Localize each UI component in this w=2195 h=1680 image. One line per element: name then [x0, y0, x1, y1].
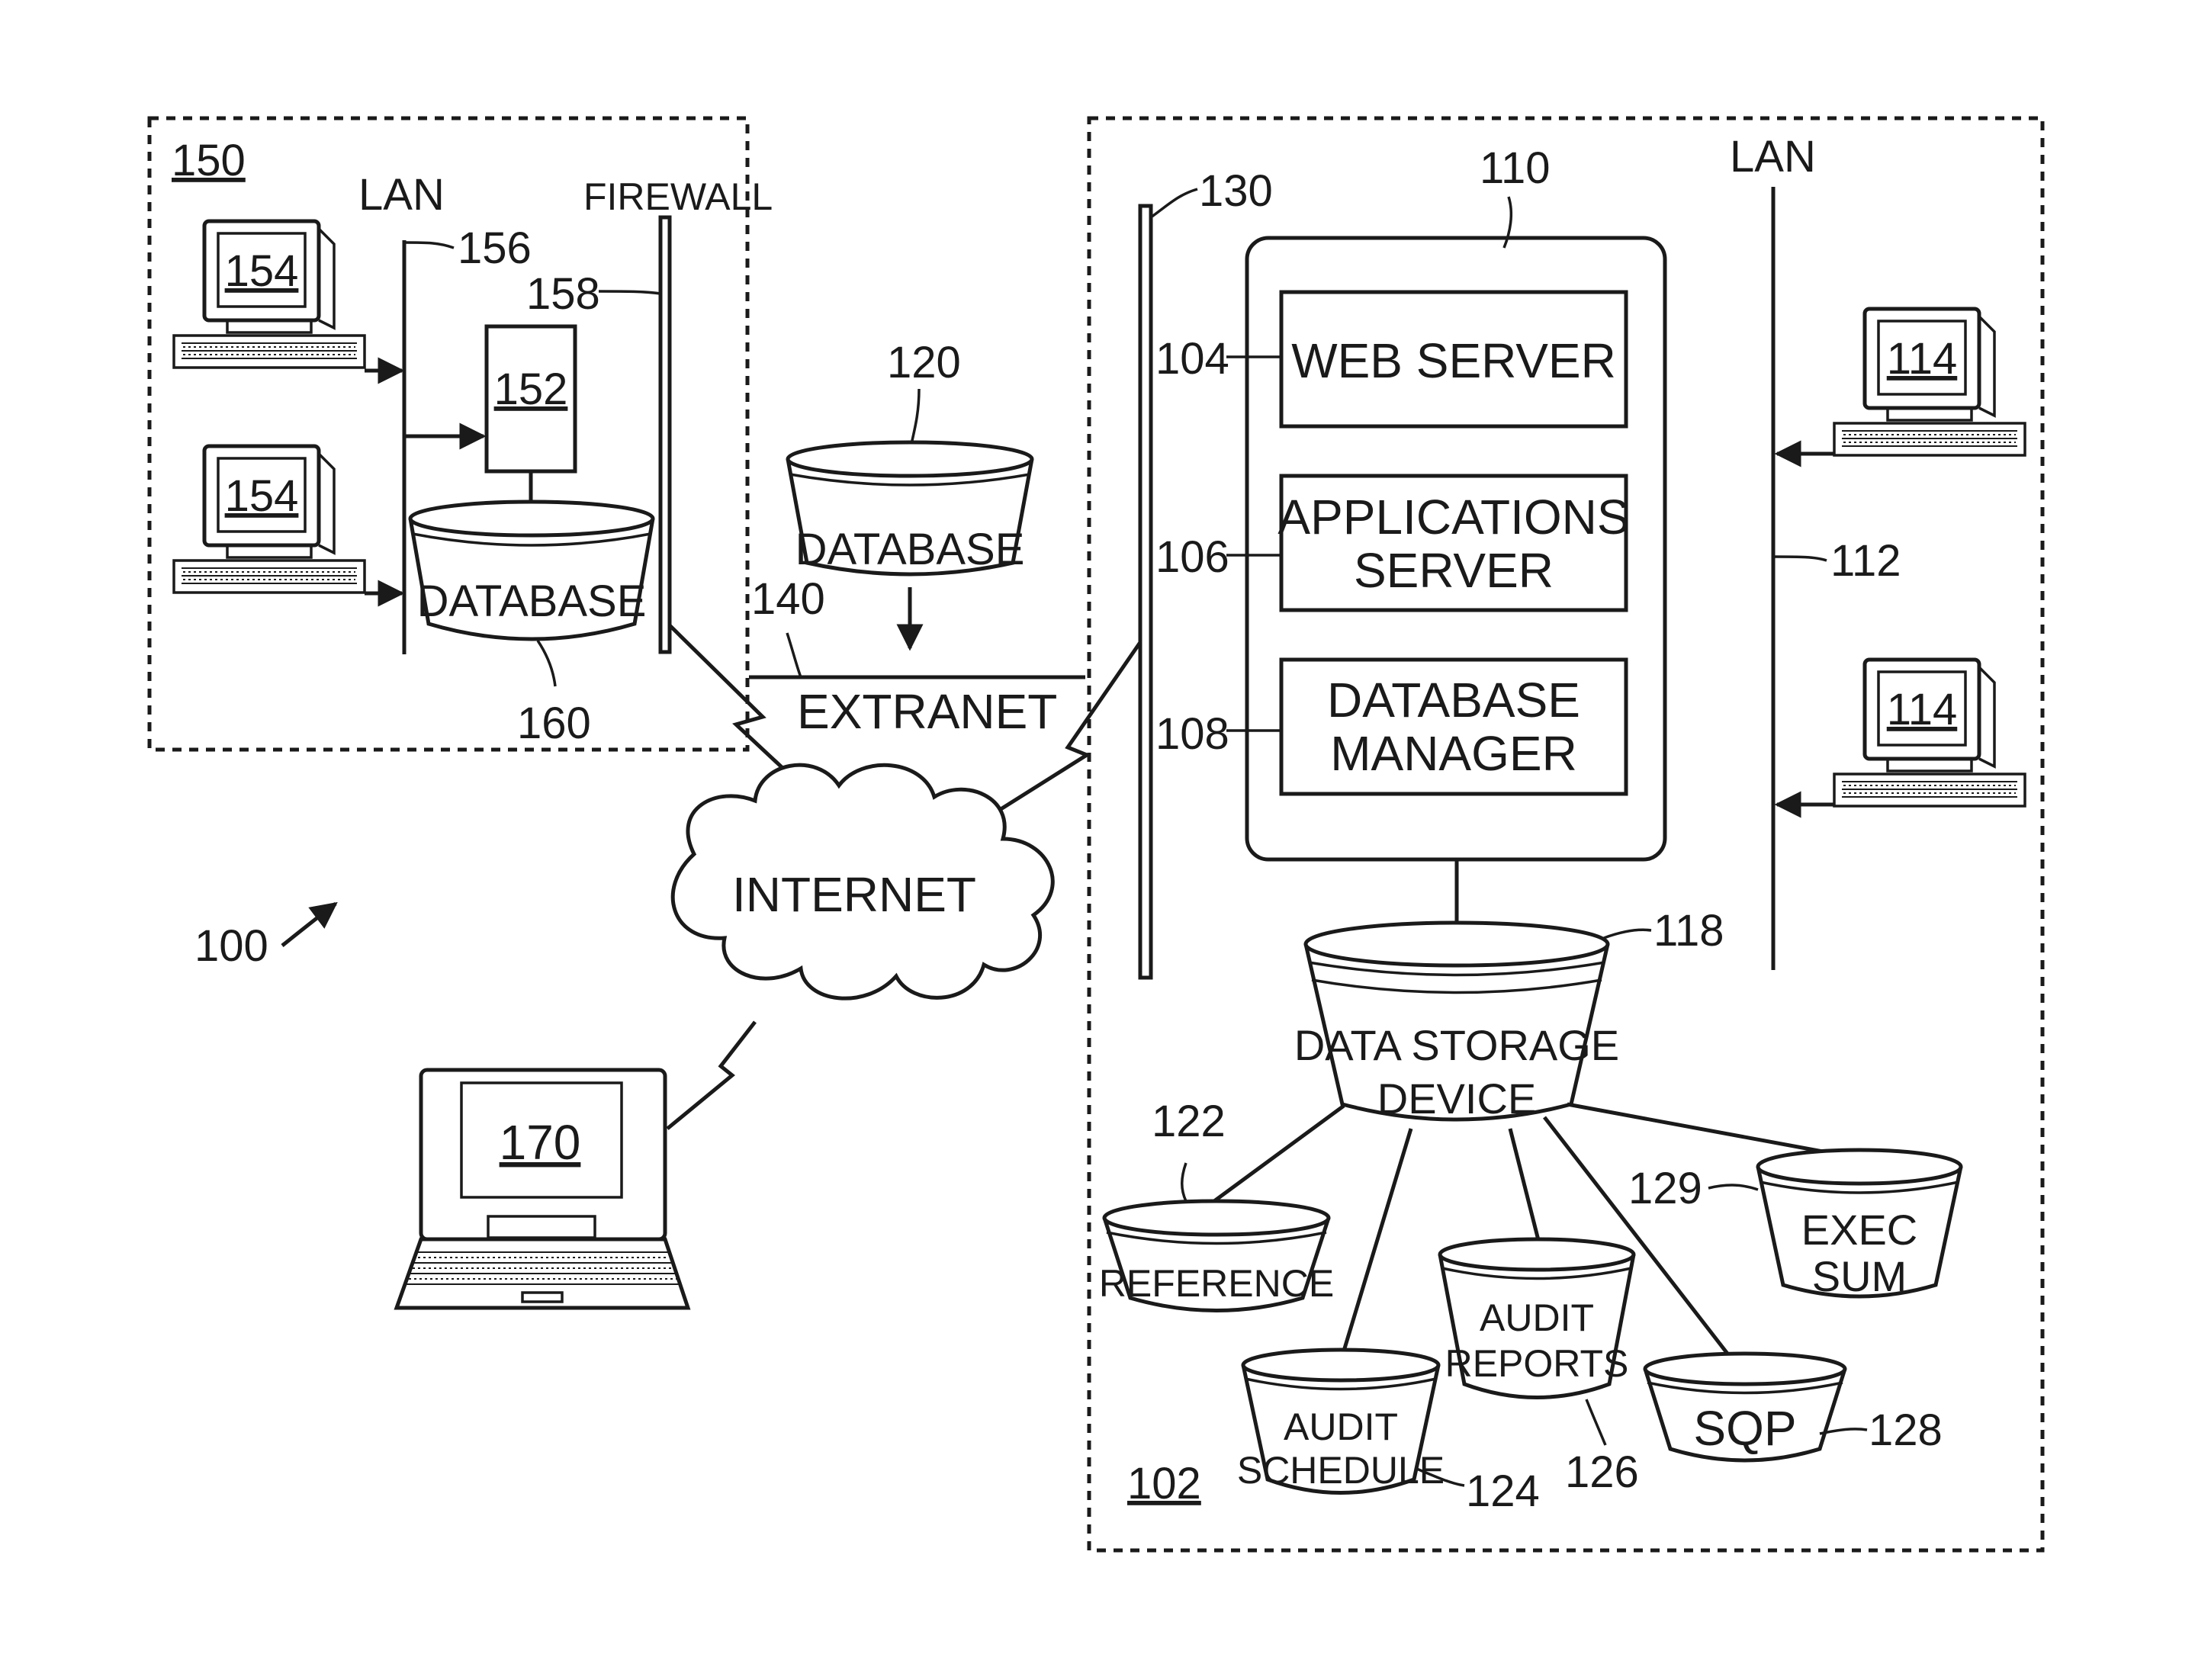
firewall-wall [660, 217, 670, 652]
figure-ref: 100 [194, 921, 268, 971]
database-ref: 124 [1466, 1466, 1540, 1516]
internet-cloud: INTERNET [673, 765, 1053, 998]
client-database: DATABASE [410, 502, 653, 639]
client-database-ref: 160 [517, 699, 591, 748]
host-system-ref: 102 [1127, 1459, 1201, 1508]
laptop: 170 [397, 1070, 688, 1308]
module-label: APPLICATIONS [1277, 490, 1629, 544]
workstation-ref: 154 [225, 471, 299, 521]
client-system-ref: 150 [172, 136, 246, 185]
database-label: REFERENCE [1099, 1262, 1334, 1305]
database-ref: 122 [1152, 1097, 1226, 1146]
client-system-region: 150 LAN 156 FIREWALL 158 154 154 152 [149, 118, 773, 750]
database-label: SUM [1812, 1252, 1907, 1300]
data-storage-device: DATA STORAGE DEVICE [1294, 923, 1619, 1123]
extranet-database-label: DATABASE [795, 525, 1025, 574]
module-label: WEB SERVER [1291, 333, 1616, 388]
database-ref: 128 [1869, 1405, 1943, 1455]
database-sqp: SQP [1645, 1354, 1845, 1460]
host-server-ref: 110 [1480, 143, 1550, 193]
database-label: REPORTS [1445, 1342, 1629, 1385]
workstation-ref: 114 [1887, 685, 1957, 734]
storage-label: DEVICE [1377, 1074, 1537, 1123]
host-lan-ref: 112 [1830, 536, 1901, 586]
host-workstation: 114 [1834, 309, 2025, 455]
module-ref: 104 [1155, 334, 1229, 384]
client-server-ref: 152 [494, 365, 568, 414]
database-audit-reports: AUDIT REPORTS [1440, 1239, 1634, 1398]
client-lan-label: LAN [358, 170, 445, 220]
storage-ref: 118 [1653, 906, 1724, 956]
module-ref: 106 [1155, 532, 1229, 582]
module-label: SERVER [1354, 543, 1554, 598]
workstation-ref: 114 [1887, 334, 1957, 384]
host-lan-label: LAN [1730, 132, 1816, 181]
extranet-ref: 140 [751, 574, 825, 624]
database-ref: 126 [1565, 1447, 1639, 1497]
client-lan-ref: 156 [458, 223, 532, 273]
module-label: DATABASE [1327, 673, 1580, 728]
client-workstation: 154 [174, 446, 365, 593]
extranet-database-ref: 120 [887, 338, 961, 387]
host-workstation: 114 [1834, 660, 2025, 806]
database-label: SCHEDULE [1237, 1449, 1445, 1492]
bus-130 [1140, 206, 1151, 978]
module-ref: 108 [1155, 709, 1229, 759]
host-system-region: 102 130 110 WEB SERVER 104 APPLICATIONS … [1089, 118, 2042, 1550]
database-label: AUDIT [1480, 1296, 1594, 1339]
module-label: MANAGER [1330, 726, 1577, 781]
workstation-ref: 154 [225, 246, 299, 296]
database-ref: 129 [1628, 1164, 1702, 1213]
firewall-ref: 158 [526, 269, 600, 319]
firewall-label: FIREWALL [583, 175, 773, 218]
extranet-database: DATABASE [788, 442, 1032, 574]
database-audit-schedule: AUDIT SCHEDULE [1237, 1350, 1445, 1493]
storage-label: DATA STORAGE [1294, 1021, 1619, 1069]
bus-ref: 130 [1199, 166, 1273, 216]
laptop-ref: 170 [500, 1115, 581, 1170]
internet-label: INTERNET [732, 867, 976, 922]
database-label: EXEC [1801, 1206, 1918, 1254]
client-database-label: DATABASE [417, 577, 647, 626]
extranet-region: DATABASE 120 140 EXTRANET [667, 338, 1144, 1129]
database-reference: REFERENCE [1099, 1201, 1334, 1311]
laptop-internet-link [667, 1022, 755, 1129]
extranet-label: EXTRANET [797, 684, 1057, 739]
client-workstation: 154 [174, 221, 365, 368]
database-label: SQP [1693, 1401, 1796, 1456]
database-label: AUDIT [1284, 1405, 1398, 1448]
database-exec-sum: EXEC SUM [1758, 1150, 1961, 1300]
